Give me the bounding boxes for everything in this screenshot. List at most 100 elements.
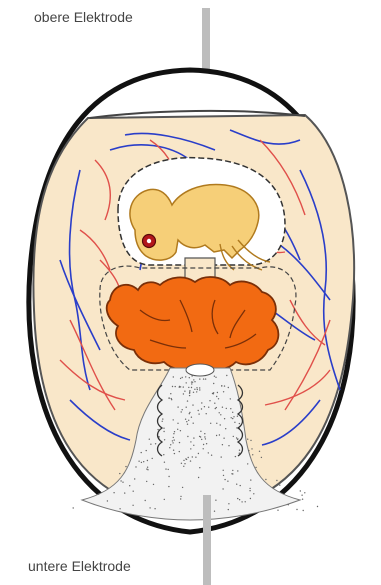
stipple-dot: [233, 436, 234, 437]
stipple-dot: [288, 504, 289, 505]
stipple-dot: [157, 429, 158, 430]
stipple-dot: [153, 484, 154, 485]
stipple-dot: [173, 437, 174, 438]
stipple-dot: [162, 418, 163, 419]
stipple-dot: [204, 436, 205, 437]
stipple-dot: [180, 378, 181, 379]
stipple-dot: [208, 407, 209, 408]
stipple-dot: [279, 485, 280, 486]
stipple-dot: [186, 421, 187, 422]
stipple-dot: [192, 404, 193, 405]
stipple-dot: [217, 392, 218, 393]
stipple-dot: [193, 423, 194, 424]
stipple-dot: [220, 414, 221, 415]
stipple-dot: [191, 381, 192, 382]
stipple-dot: [189, 395, 190, 396]
stipple-dot: [228, 509, 229, 510]
stipple-dot: [183, 386, 184, 387]
stipple-dot: [226, 375, 227, 376]
stipple-dot: [222, 488, 223, 489]
stipple-dot: [203, 448, 204, 449]
stipple-dot: [169, 447, 170, 448]
stipple-dot: [221, 456, 222, 457]
stipple-dot: [189, 377, 190, 378]
stipple-dot: [163, 428, 164, 429]
stipple-dot: [239, 453, 240, 454]
stipple-dot: [237, 439, 238, 440]
stipple-dot: [249, 488, 250, 489]
stipple-dot: [215, 377, 216, 378]
stipple-dot: [191, 417, 192, 418]
stipple-dot: [186, 407, 187, 408]
stipple-dot: [185, 376, 186, 377]
stipple-dot: [164, 439, 165, 440]
stipple-dot: [198, 477, 199, 478]
stipple-dot: [185, 419, 186, 420]
stipple-dot: [189, 413, 190, 414]
stipple-dot: [191, 383, 192, 384]
stipple-dot: [230, 398, 231, 399]
stipple-dot: [224, 479, 225, 480]
stipple-dot: [107, 500, 108, 501]
stipple-dot: [240, 485, 241, 486]
stipple-dot: [226, 408, 227, 409]
stipple-dot: [201, 402, 202, 403]
stipple-dot: [194, 389, 195, 390]
stipple-dot: [198, 413, 199, 414]
stipple-dot: [249, 490, 250, 491]
stipple-dot: [276, 480, 277, 481]
stipple-dot: [239, 450, 240, 451]
stipple-dot: [188, 387, 189, 388]
stipple-dot: [223, 475, 224, 476]
stipple-dot: [174, 431, 175, 432]
stipple-dot: [247, 463, 248, 464]
stipple-dot: [147, 469, 148, 470]
stipple-dot: [204, 433, 205, 434]
stipple-dot: [247, 439, 248, 440]
stipple-dot: [209, 400, 210, 401]
stipple-dot: [216, 407, 217, 408]
stipple-dot: [174, 439, 175, 440]
stipple-dot: [173, 450, 174, 451]
stipple-dot: [149, 507, 150, 508]
stipple-dot: [265, 479, 266, 480]
stipple-dot: [171, 398, 172, 399]
stipple-dot: [222, 444, 223, 445]
stipple-dot: [184, 391, 185, 392]
stipple-dot: [165, 468, 166, 469]
stipple-dot: [119, 473, 120, 474]
stipple-dot: [119, 508, 120, 509]
stipple-dot: [190, 448, 191, 449]
stipple-dot: [141, 452, 142, 453]
stipple-dot: [179, 451, 180, 452]
stipple-dot: [222, 407, 223, 408]
stipple-dot: [245, 501, 246, 502]
stipple-dot: [304, 492, 305, 493]
stipple-dot: [228, 445, 229, 446]
stipple-dot: [277, 510, 278, 511]
stipple-dot: [228, 503, 229, 504]
stipple-dot: [224, 418, 225, 419]
stipple-dot: [252, 454, 253, 455]
stipple-dot: [124, 492, 125, 493]
stipple-dot: [187, 436, 188, 437]
stipple-dot: [237, 498, 238, 499]
stipple-dot: [235, 456, 236, 457]
stipple-dot: [147, 467, 148, 468]
stipple-dot: [199, 389, 200, 390]
stipple-dot: [214, 403, 215, 404]
stipple-dot: [164, 462, 165, 463]
stipple-dot: [216, 423, 217, 424]
stipple-dot: [168, 469, 169, 470]
stipple-dot: [172, 440, 173, 441]
stipple-dot: [201, 408, 202, 409]
stipple-dot: [125, 466, 126, 467]
stipple-dot: [164, 499, 165, 500]
stipple-dot: [228, 387, 229, 388]
stipple-dot: [147, 460, 148, 461]
stipple-dot: [170, 444, 171, 445]
stipple-dot: [223, 391, 224, 392]
stipple-dot: [193, 437, 194, 438]
stipple-dot: [154, 508, 155, 509]
